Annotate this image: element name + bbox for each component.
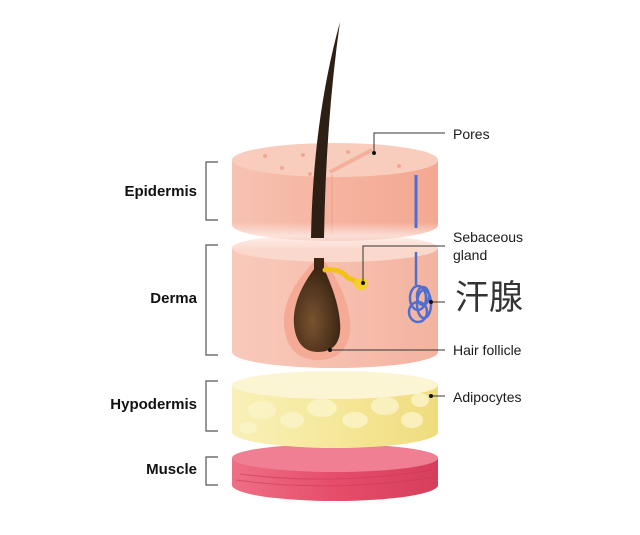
bracket-derma [205, 244, 218, 356]
leader-lines [330, 132, 445, 397]
pores-dots [263, 150, 401, 176]
muscle-layer [232, 444, 438, 501]
label-pores: Pores [453, 126, 490, 142]
leader-dots [328, 151, 433, 398]
bracket-hypodermis [205, 380, 218, 432]
sebaceous-gland [322, 267, 368, 290]
label-adipocytes: Adipocytes [453, 389, 522, 405]
label-sebaceous-line2: gland [453, 247, 488, 263]
label-derma: Derma [150, 290, 197, 307]
label-sebaceous-line1: Sebaceous [453, 229, 524, 245]
bracket-epidermis [205, 161, 218, 221]
epidermis-layer [232, 143, 438, 241]
label-epidermis: Epidermis [124, 183, 197, 200]
bracket-muscle [205, 456, 218, 486]
label-hair-follicle: Hair follicle [453, 342, 522, 358]
layer-brackets [205, 161, 218, 486]
leader-sebaceous [362, 245, 445, 283]
hair-follicle [283, 258, 351, 360]
label-sweat-gland: 汗腺 [455, 278, 523, 318]
label-hypodermis: Hypodermis [110, 396, 197, 413]
leader-pores [373, 132, 445, 153]
label-muscle: Muscle [146, 461, 197, 478]
hypodermis-layer [232, 371, 438, 448]
hair-shaft [311, 22, 340, 238]
